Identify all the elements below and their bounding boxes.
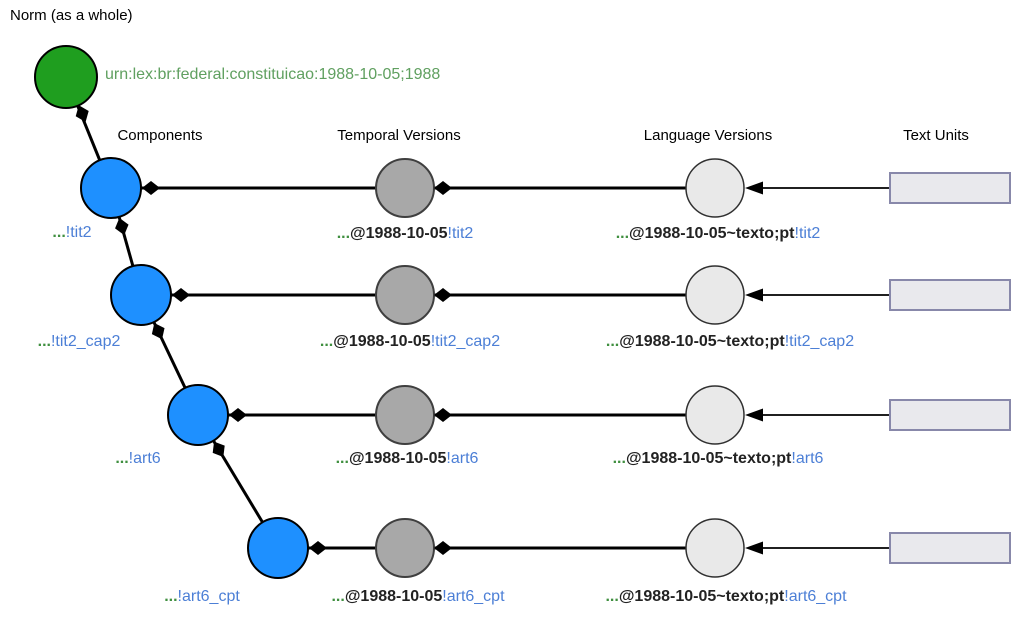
language-label-row3: ...@1988-10-05~texto;pt!art6 [613, 450, 824, 468]
label-id: !tit2_cap2 [784, 333, 855, 350]
composition-diamond-temporal-row3 [434, 408, 452, 422]
language-version-node-row1 [685, 158, 745, 218]
composition-diamond-component-row3 [229, 408, 247, 422]
arrowhead-row3 [745, 408, 763, 422]
diagram-title: Norm (as a whole) [10, 7, 133, 24]
composition-diamond-art6-down [212, 441, 225, 458]
component-label-row1: ...!tit2 [52, 224, 91, 242]
temporal-label-row3: ...@1988-10-05!art6 [336, 450, 479, 468]
label-version: @1988-10-05 [344, 588, 443, 605]
component-node-art6_cpt [247, 517, 309, 579]
component-label-row3: ...!art6 [115, 450, 160, 468]
label-id: !tit2 [794, 225, 821, 242]
label-version: @1988-10-05~texto;pt [629, 225, 795, 242]
component-node-tit2 [80, 157, 142, 219]
column-header-language-versions: Language Versions [643, 127, 773, 144]
norm-node [34, 45, 98, 109]
connectors [75, 105, 763, 555]
temporal-version-node-row1 [375, 158, 435, 218]
label-prefix: ... [605, 333, 620, 350]
label-id: !tit2 [447, 225, 474, 242]
language-label-row2: ...@1988-10-05~texto;pt!tit2_cap2 [606, 333, 854, 351]
label-prefix: ... [319, 333, 334, 350]
temporal-version-node-row3 [375, 385, 435, 445]
norm-urn-label: urn:lex:br:federal:constituicao:1988-10-… [105, 66, 441, 83]
label-version: @1988-10-05~texto;pt [619, 333, 785, 350]
component-label-row4: ...!art6_cpt [164, 588, 240, 606]
label-prefix: ... [336, 225, 351, 242]
temporal-label-row2: ...@1988-10-05!tit2_cap2 [320, 333, 500, 351]
label-id: !art6 [128, 450, 161, 467]
label-id: !art6_cpt [177, 588, 240, 605]
label-id: !art6_cpt [442, 588, 505, 605]
text-unit-box-row4 [889, 532, 1011, 564]
composition-diamond-component-row2 [172, 288, 190, 302]
composition-diamond-component-row1 [142, 181, 160, 195]
label-prefix: ... [605, 588, 619, 605]
arrowhead-row4 [745, 541, 763, 555]
label-version: @1988-10-05 [348, 450, 447, 467]
label-id: !art6 [791, 450, 824, 467]
label-version: @1988-10-05~texto;pt [625, 450, 792, 467]
label-id: !tit2_cap2 [50, 333, 121, 350]
label-id: !art6 [446, 450, 479, 467]
composition-diamond-component-row4 [309, 541, 327, 555]
arrowhead-row2 [745, 288, 763, 302]
label-id: !tit2 [65, 224, 92, 241]
label-id: !art6_cpt [784, 588, 847, 605]
label-prefix: ... [331, 588, 345, 605]
arrowhead-row1 [745, 181, 763, 195]
component-label-row2: ...!tit2_cap2 [38, 333, 121, 351]
temporal-label-row1: ...@1988-10-05!tit2 [337, 225, 474, 243]
label-version: @1988-10-05 [350, 225, 448, 242]
component-node-art6 [167, 384, 229, 446]
label-version: @1988-10-05 [333, 333, 431, 350]
label-version: @1988-10-05~texto;pt [618, 588, 785, 605]
label-prefix: ... [615, 225, 630, 242]
label-id: !tit2_cap2 [430, 333, 501, 350]
text-unit-box-row3 [889, 399, 1011, 431]
language-version-node-row4 [685, 518, 745, 578]
composition-diamond-tit2-down [115, 217, 129, 236]
composition-diamond-temporal-row1 [434, 181, 452, 195]
column-header-components: Components [117, 127, 203, 144]
edges [64, 76, 890, 550]
language-label-row1: ...@1988-10-05~texto;pt!tit2 [616, 225, 821, 243]
language-version-node-row3 [685, 385, 745, 445]
label-prefix: ... [37, 333, 51, 350]
column-header-temporal-versions: Temporal Versions [337, 127, 461, 144]
label-prefix: ... [612, 450, 626, 467]
temporal-label-row4: ...@1988-10-05!art6_cpt [331, 588, 504, 606]
label-prefix: ... [335, 450, 349, 467]
column-header-text-units: Text Units [903, 127, 969, 144]
component-node-tit2_cap2 [110, 264, 172, 326]
text-unit-box-row1 [889, 172, 1011, 204]
label-prefix: ... [115, 450, 129, 467]
language-version-node-row2 [685, 265, 745, 325]
nodes [34, 45, 1011, 579]
label-prefix: ... [164, 588, 178, 605]
temporal-version-node-row2 [375, 265, 435, 325]
composition-diamond-tit2_cap2-down [151, 322, 165, 340]
composition-diamond-temporal-row4 [434, 541, 452, 555]
composition-diamond-norm [75, 105, 89, 122]
language-label-row4: ...@1988-10-05~texto;pt!art6_cpt [605, 588, 846, 606]
temporal-version-node-row4 [375, 518, 435, 578]
text-unit-box-row2 [889, 279, 1011, 311]
composition-diamond-temporal-row2 [434, 288, 452, 302]
label-prefix: ... [52, 224, 66, 241]
